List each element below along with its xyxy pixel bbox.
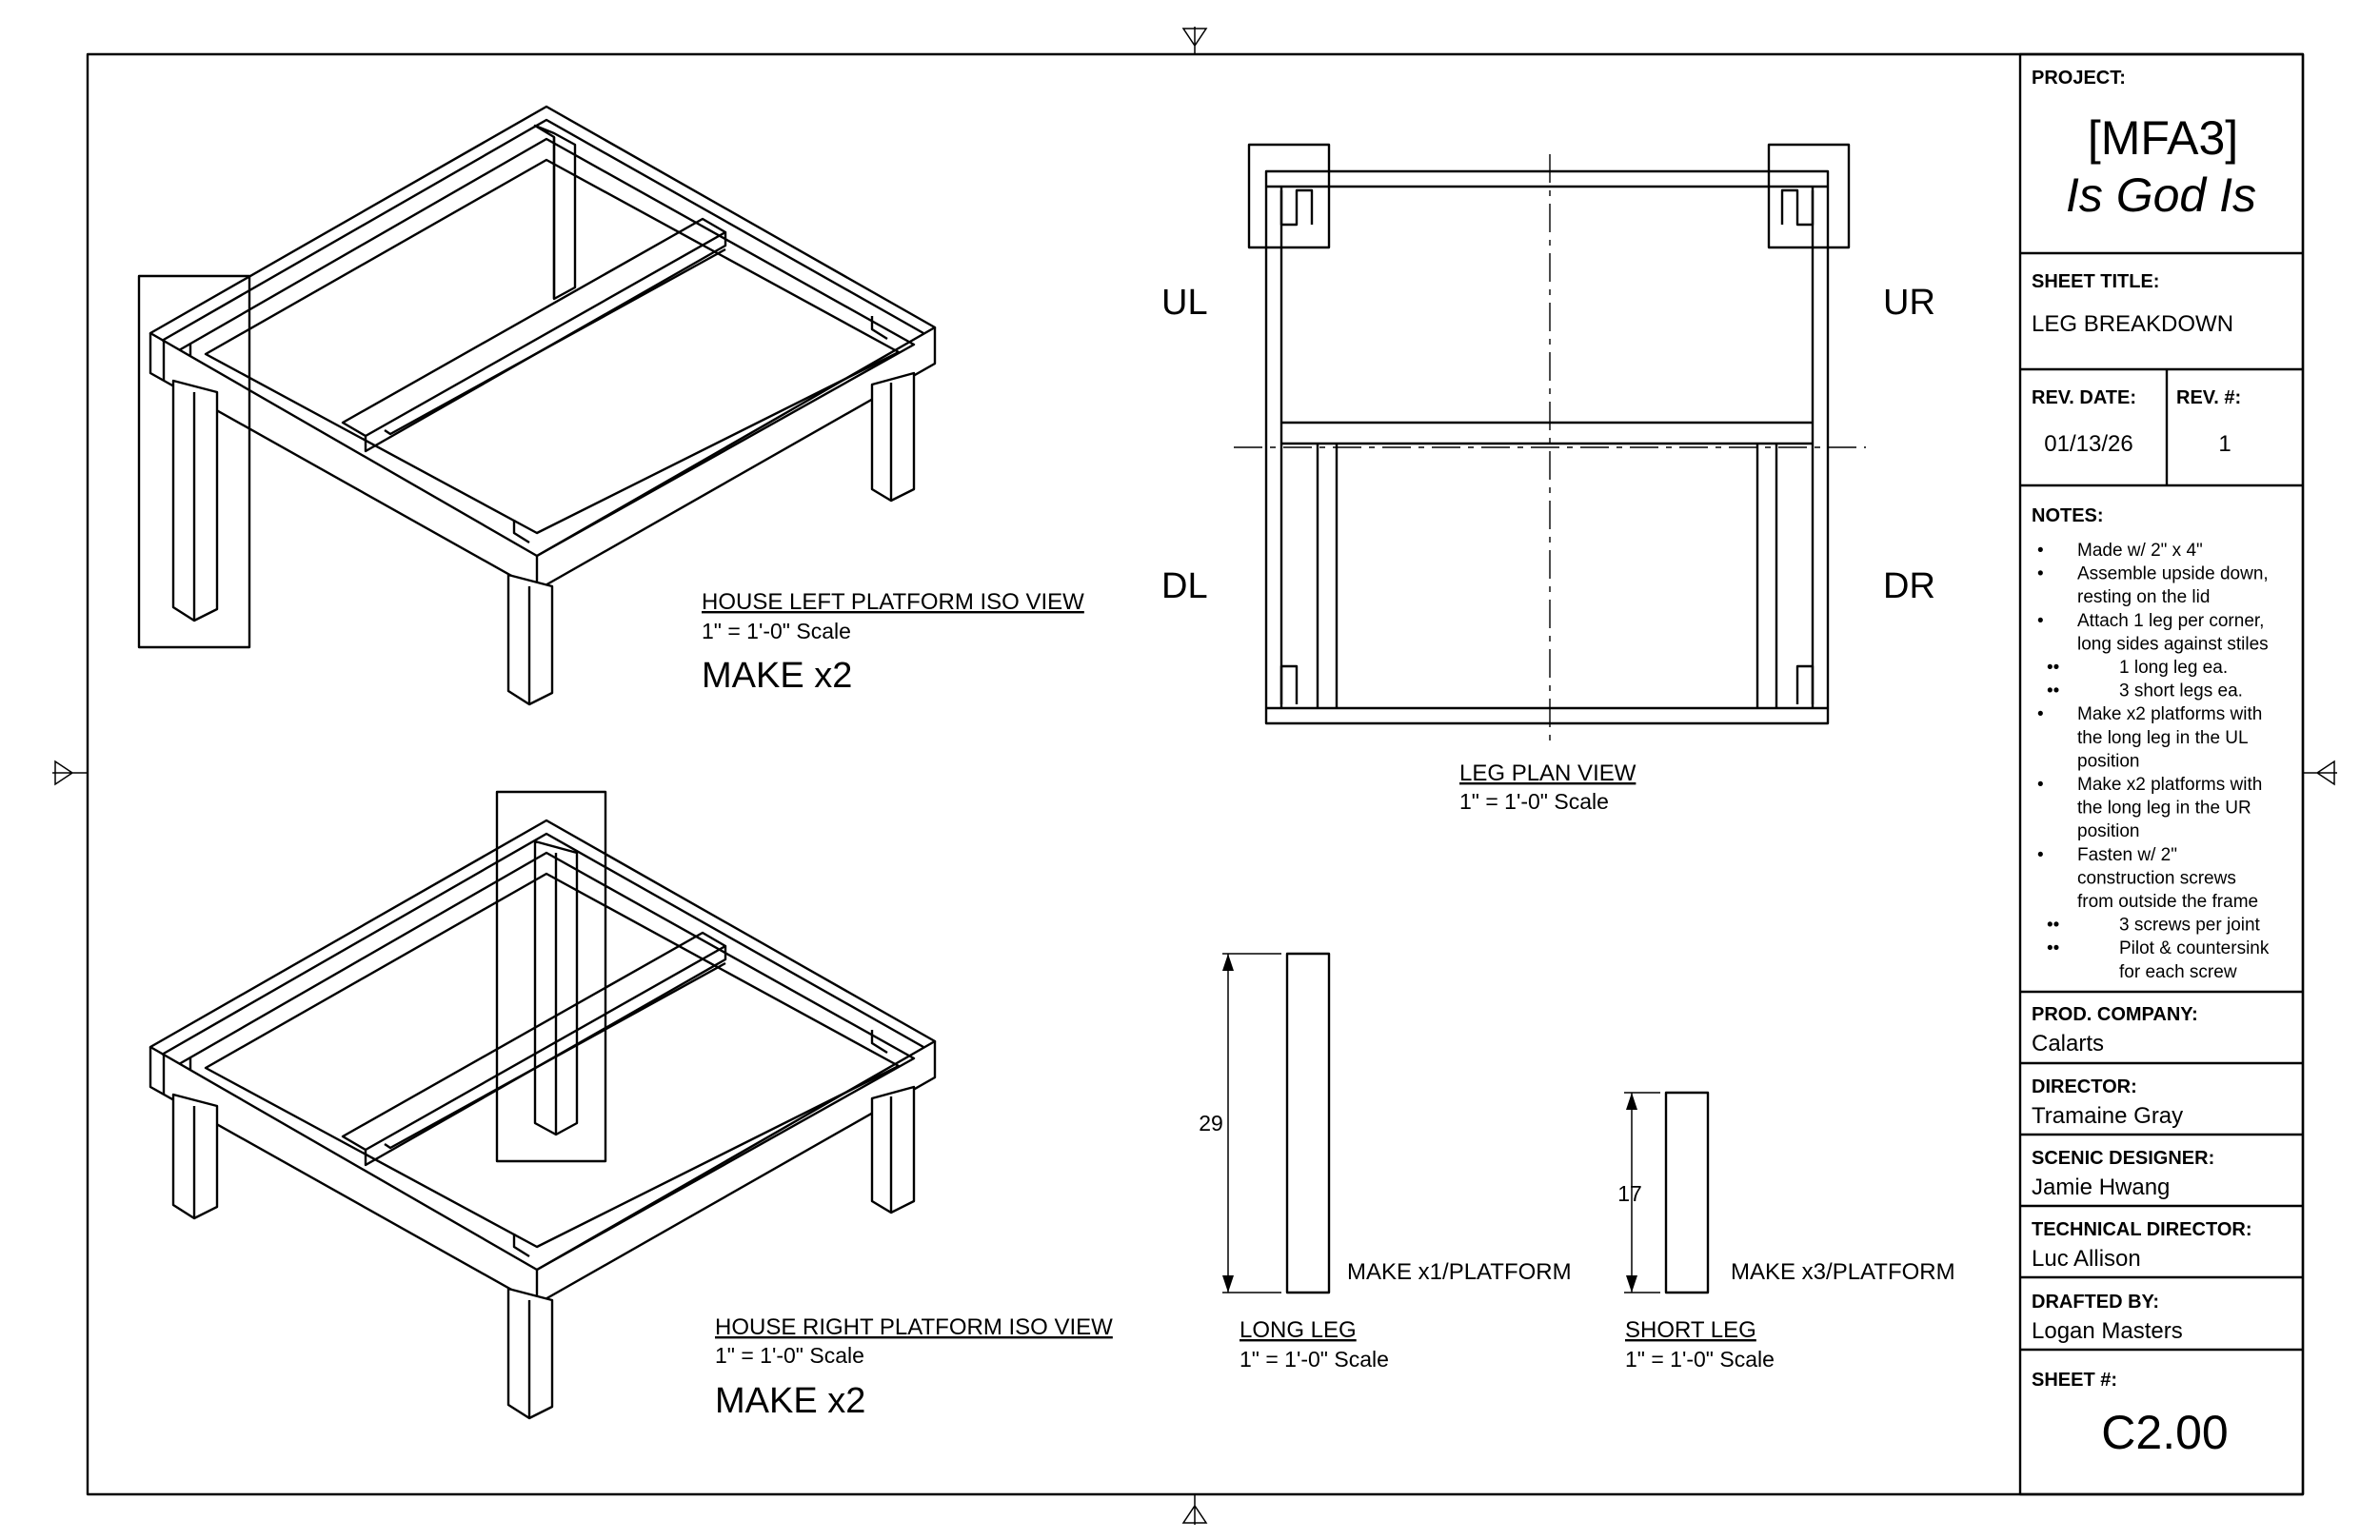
- note-line: Pilot & countersink: [2119, 938, 2270, 958]
- sheet-title: LEG BREAKDOWN: [2032, 311, 2233, 337]
- iso-left-long-leg-highlight: [137, 274, 251, 649]
- iso-right-qty: MAKE x2: [715, 1381, 865, 1421]
- note-bullet: •: [2037, 775, 2044, 795]
- director-label: DIRECTOR:: [2032, 1076, 2137, 1097]
- title-block: [2018, 52, 2305, 1496]
- note-line: Fasten w/ 2": [2077, 845, 2177, 865]
- iso-left-front-leg-center: [506, 573, 554, 706]
- iso-left-title: HOUSE LEFT PLATFORM ISO VIEW: [702, 589, 1084, 615]
- plan-leg-ul: [1279, 188, 1314, 227]
- note-line: the long leg in the UL: [2077, 728, 2249, 748]
- plan-label-ul: UL: [1161, 283, 1208, 323]
- note-line: Attach 1 leg per corner,: [2077, 611, 2264, 631]
- project-code: [MFA3]: [2088, 111, 2238, 165]
- scenic-designer: Jamie Hwang: [2032, 1175, 2170, 1200]
- long-leg-dimension: 29: [1199, 1111, 1223, 1135]
- plan-label-ur: UR: [1883, 283, 1935, 323]
- iso-right-long-leg-highlight: [495, 790, 607, 1163]
- iso-right-title: HOUSE RIGHT PLATFORM ISO VIEW: [715, 1314, 1113, 1340]
- note-line: 1 long leg ea.: [2119, 658, 2228, 678]
- long-leg-title: LONG LEG: [1240, 1317, 1357, 1343]
- note-bullet: ••: [2047, 916, 2059, 936]
- long-leg-scale: 1" = 1'-0" Scale: [1240, 1347, 1389, 1372]
- note-bullet: •: [2037, 564, 2044, 584]
- sheet-num-label: SHEET #:: [2032, 1370, 2117, 1391]
- sheet-num: C2.00: [2101, 1406, 2228, 1459]
- plan-leg-dl: [1279, 664, 1299, 704]
- note-bullet: ••: [2047, 681, 2059, 701]
- note-line: Assemble upside down,: [2077, 564, 2269, 584]
- short-leg-shape: [1664, 1091, 1710, 1294]
- plan-title: LEG PLAN VIEW: [1459, 760, 1636, 786]
- prod-company: Calarts: [2032, 1031, 2104, 1056]
- note-bullet: •: [2037, 845, 2044, 865]
- project-label: PROJECT:: [2032, 68, 2126, 89]
- iso-left-qty: MAKE x2: [702, 656, 852, 696]
- notes-label: NOTES:: [2032, 505, 2104, 526]
- prod-company-label: PROD. COMPANY:: [2032, 1004, 2198, 1025]
- note-line: resting on the lid: [2077, 587, 2210, 607]
- short-leg-scale: 1" = 1'-0" Scale: [1625, 1347, 1775, 1372]
- note-bullet: •: [2037, 541, 2044, 561]
- plan-label-dl: DL: [1161, 566, 1208, 606]
- technical-director-label: TECHNICAL DIRECTOR:: [2032, 1219, 2251, 1240]
- note-bullet: •: [2037, 611, 2044, 631]
- note-line: Make x2 platforms with: [2077, 775, 2262, 795]
- plan-ul-highlight: [1247, 143, 1331, 249]
- rev-date: 01/13/26: [2044, 431, 2132, 457]
- note-line: Made w/ 2" x 4": [2077, 541, 2203, 561]
- drafted-by-label: DRAFTED BY:: [2032, 1292, 2159, 1313]
- project-name: Is God Is: [2066, 168, 2256, 222]
- iso-left-front-leg-right: [870, 371, 916, 503]
- iso-left-scale: 1" = 1'-0" Scale: [702, 619, 851, 643]
- short-leg-elevation: [1624, 1091, 1710, 1294]
- long-leg-shape: [1285, 952, 1331, 1294]
- note-bullet: ••: [2047, 658, 2059, 678]
- iso-view-house-right: [149, 790, 937, 1420]
- long-leg-qty: MAKE x1/PLATFORM: [1347, 1259, 1572, 1285]
- note-line: from outside the frame: [2077, 892, 2258, 912]
- plan-label-dr: DR: [1883, 566, 1935, 606]
- sheet-title-label: SHEET TITLE:: [2032, 271, 2159, 292]
- long-leg-elevation: [1222, 952, 1331, 1294]
- note-line: long sides against stiles: [2077, 634, 2269, 654]
- plan-scale: 1" = 1'-0" Scale: [1459, 789, 1609, 814]
- iso-right-front-leg-left: [171, 1093, 219, 1220]
- short-leg-qty: MAKE x3/PLATFORM: [1731, 1259, 1955, 1285]
- iso-view-house-left: [137, 105, 937, 706]
- plan-leg-ur: [1780, 188, 1815, 227]
- notes-list: • Made w/ 2" x 4" • Assemble upside down, re…: [2037, 541, 2270, 982]
- note-bullet: •: [2037, 704, 2044, 724]
- leg-plan-view: [1234, 143, 1866, 742]
- plan-center-stile: [1281, 421, 1813, 445]
- note-bullet: ••: [2047, 938, 2059, 958]
- note-line: position: [2077, 821, 2140, 841]
- rev-date-label: REV. DATE:: [2032, 387, 2136, 408]
- note-line: 3 screws per joint: [2119, 916, 2261, 936]
- iso-right-front-leg-right: [870, 1085, 916, 1214]
- plan-leg-dr: [1795, 664, 1815, 704]
- scenic-designer-label: SCENIC DESIGNER:: [2032, 1148, 2214, 1169]
- centering-marks: [52, 27, 2337, 1525]
- short-leg-dimension: 17: [1617, 1181, 1642, 1206]
- note-line: position: [2077, 751, 2140, 771]
- note-line: construction screws: [2077, 868, 2236, 888]
- iso-right-front-leg-center: [506, 1287, 554, 1420]
- rev-num: 1: [2218, 431, 2231, 457]
- director: Tramaine Gray: [2032, 1103, 2183, 1129]
- iso-right-back-leg-long: [533, 839, 579, 1136]
- note-line: for each screw: [2119, 962, 2237, 982]
- iso-left-front-leg-long: [171, 379, 219, 622]
- short-leg-title: SHORT LEG: [1625, 1317, 1756, 1343]
- technical-director: Luc Allison: [2032, 1246, 2141, 1272]
- drafted-by: Logan Masters: [2032, 1318, 2183, 1344]
- iso-right-scale: 1" = 1'-0" Scale: [715, 1343, 864, 1368]
- rev-num-label: REV. #:: [2176, 387, 2241, 408]
- note-line: 3 short legs ea.: [2119, 681, 2243, 701]
- plan-ur-highlight: [1767, 143, 1851, 249]
- note-line: Make x2 platforms with: [2077, 704, 2262, 724]
- note-line: the long leg in the UR: [2077, 799, 2251, 819]
